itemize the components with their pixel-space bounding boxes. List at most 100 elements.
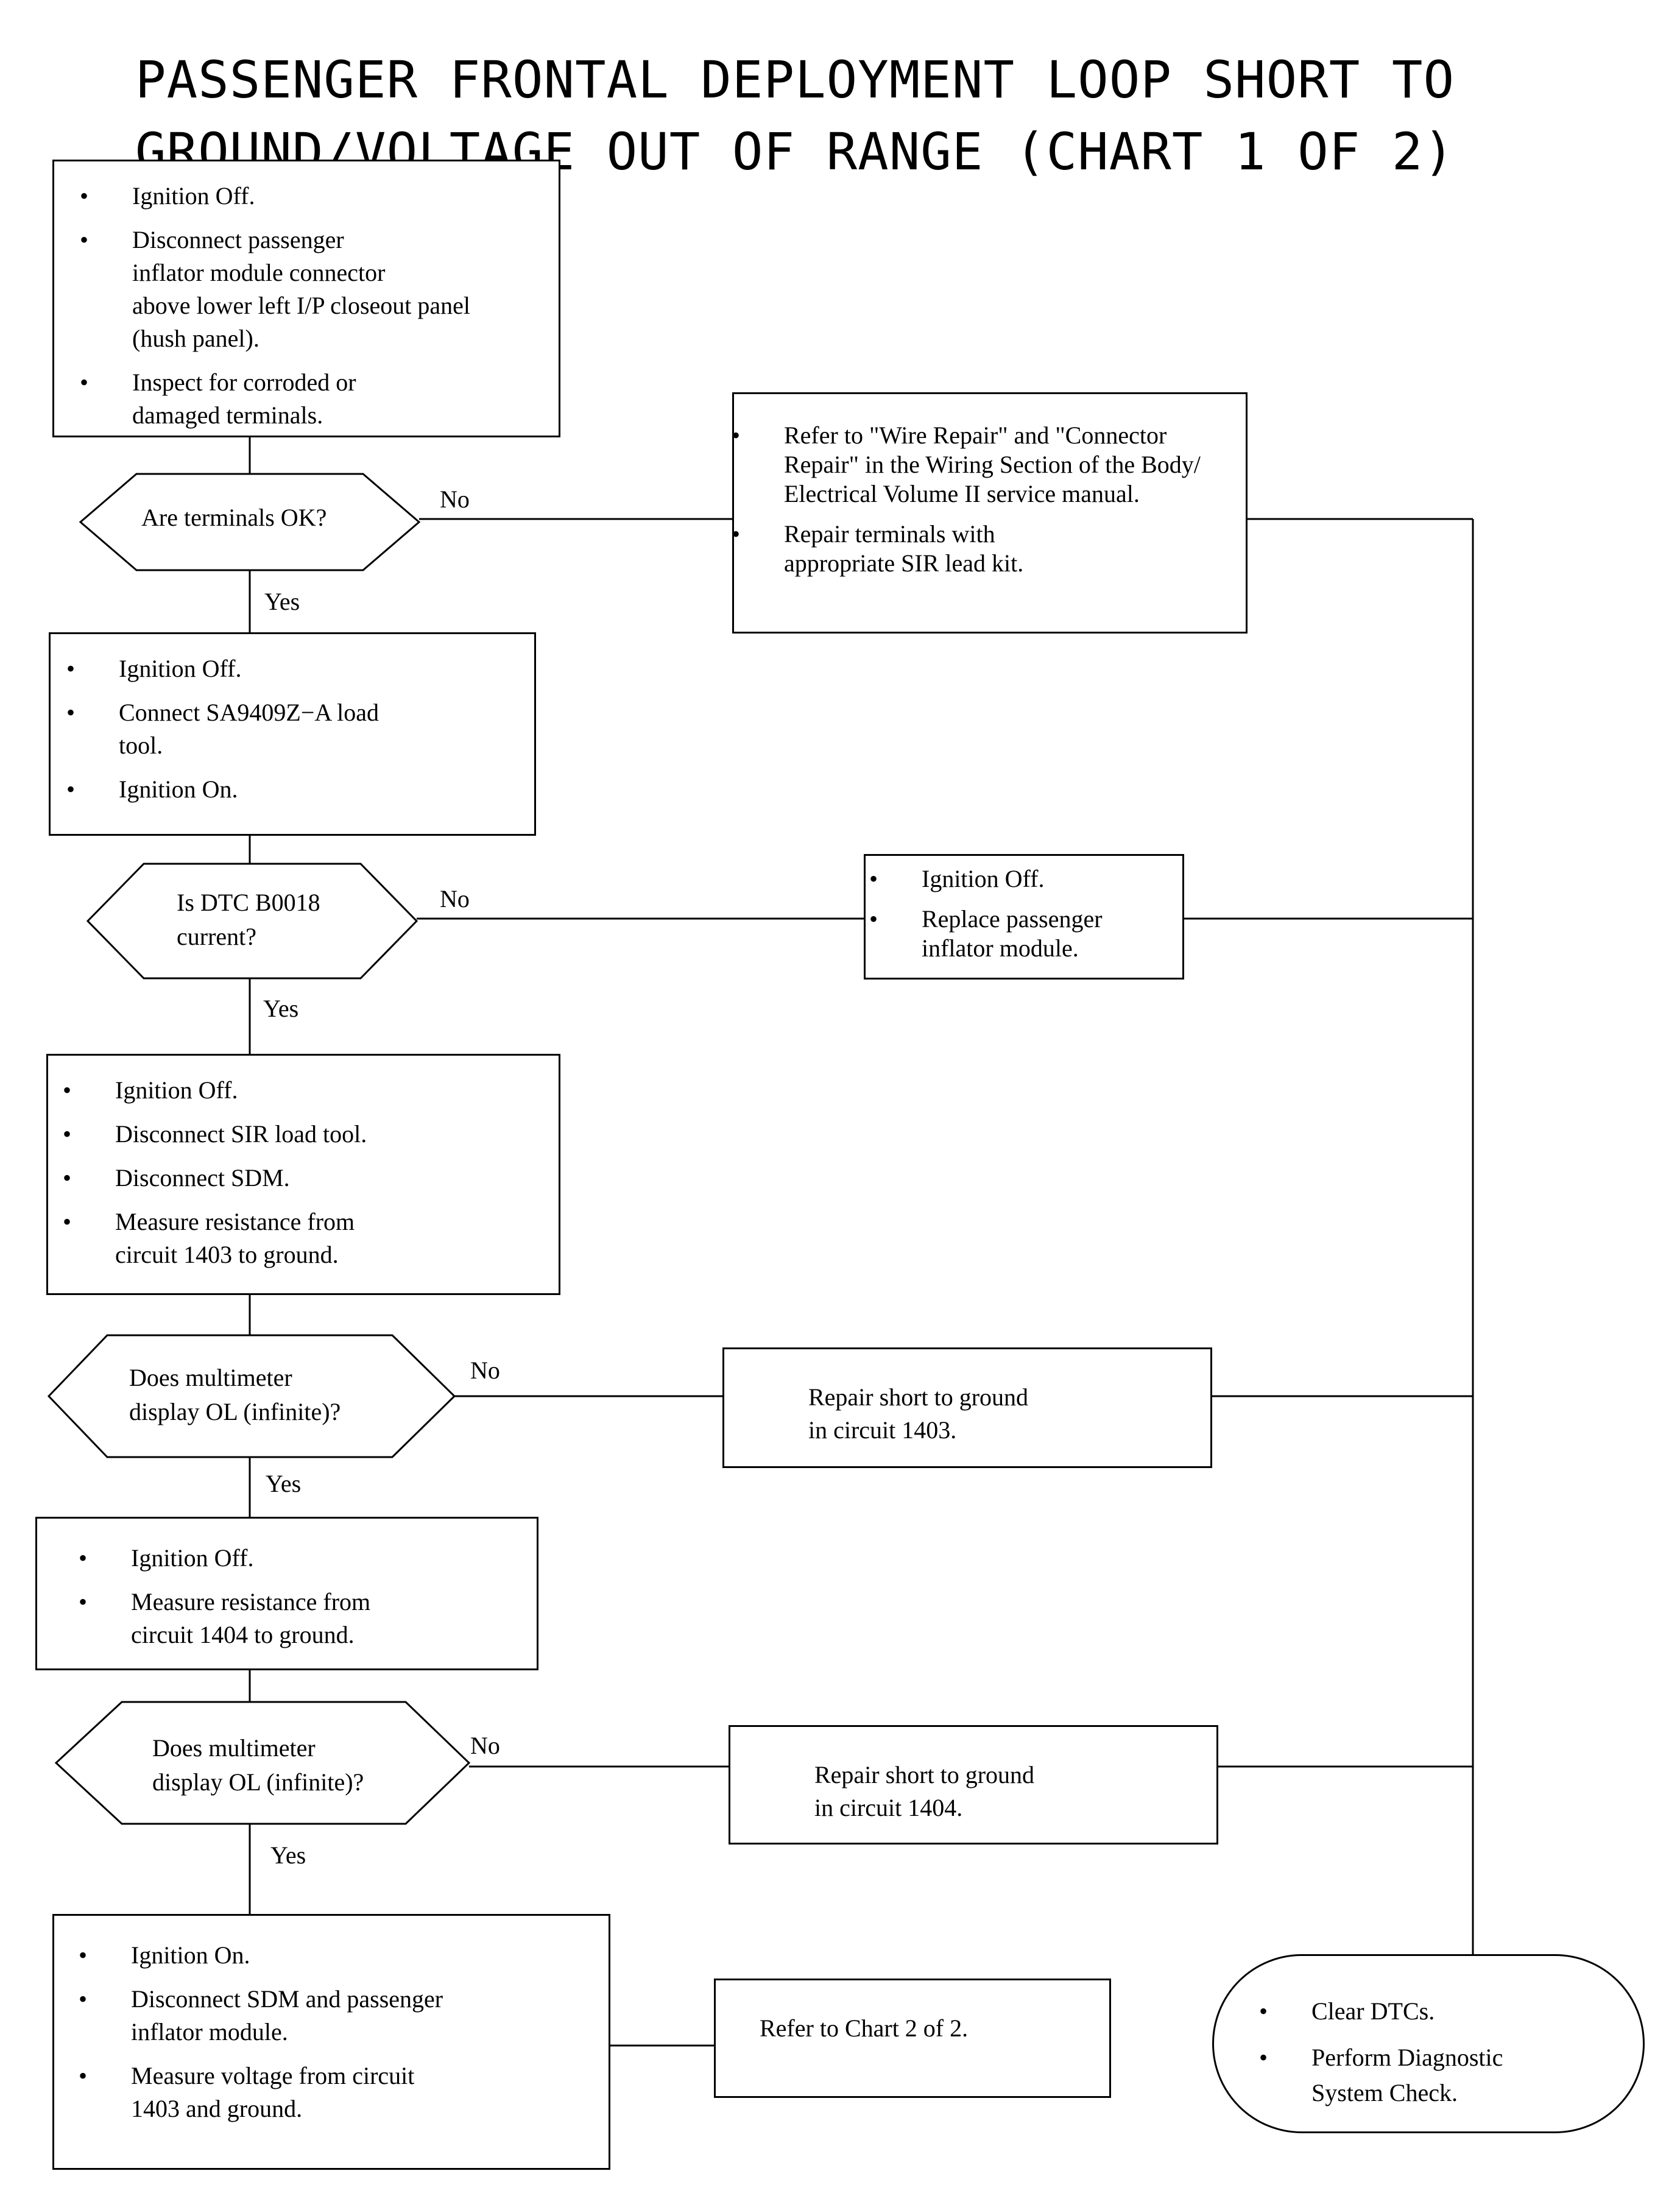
decision-text-line: display OL (infinite)? bbox=[129, 1398, 341, 1425]
step-box-connect-load-tool: Ignition Off. Connect SA9409Z−A load tool.… bbox=[49, 632, 536, 836]
decision-diamond-terminals-ok bbox=[79, 473, 421, 571]
step3-item: Disconnect SDM. bbox=[63, 1162, 559, 1195]
repair-box-terminals: Refer to "Wire Repair" and "ConnectorRep… bbox=[732, 392, 1248, 634]
step2-item: Ignition On. bbox=[66, 773, 534, 806]
step1-item-text: Inspect for corroded or bbox=[132, 369, 356, 396]
repair1-item-text: Electrical Volume II service manual. bbox=[784, 480, 1140, 507]
step5-item: Ignition On. bbox=[79, 1939, 609, 1972]
step-box-inspect-connector: Ignition Off. Disconnect passenger inflato… bbox=[52, 160, 560, 437]
step-box-measure-1403: Ignition Off. Disconnect SIR load tool. Di… bbox=[46, 1054, 560, 1295]
repair1-item-text: Refer to "Wire Repair" and "Connector bbox=[784, 422, 1167, 449]
step3-item-text: Disconnect SIR load tool. bbox=[115, 1120, 367, 1148]
terminal-item: Clear DTCs. bbox=[1259, 1994, 1643, 2029]
repair1-item: Refer to "Wire Repair" and "ConnectorRep… bbox=[732, 421, 1246, 509]
decision-text-line: Does multimeter bbox=[152, 1734, 316, 1762]
step5-item-text: Ignition On. bbox=[131, 1941, 250, 1969]
decision-ol-1404-no-label: No bbox=[470, 1732, 500, 1759]
repair1-item-text: appropriate SIR lead kit. bbox=[784, 549, 1024, 577]
step3-item-text: Ignition Off. bbox=[115, 1076, 238, 1104]
repair-text-line: in circuit 1403. bbox=[808, 1416, 957, 1444]
step4-item: Measure resistance from circuit 1404 to g… bbox=[79, 1586, 537, 1651]
step1-list: Ignition Off. Disconnect passenger inflato… bbox=[80, 180, 559, 432]
step5-item: Disconnect SDM and passenger inflator mod… bbox=[79, 1983, 609, 2049]
step5-list: Ignition On. Disconnect SDM and passenger… bbox=[79, 1939, 609, 2125]
step-box-measure-voltage: Ignition On. Disconnect SDM and passenger… bbox=[52, 1914, 610, 2170]
step3-list: Ignition Off. Disconnect SIR load tool. Di… bbox=[63, 1074, 559, 1271]
step3-item-text: Disconnect SDM. bbox=[115, 1164, 290, 1191]
step4-item-text: circuit 1404 to ground. bbox=[131, 1621, 355, 1648]
repair2-item: Ignition Off. bbox=[869, 864, 1182, 894]
repair2-item-text: inflator module. bbox=[922, 934, 1079, 962]
step2-item-text: Ignition On. bbox=[119, 775, 238, 803]
decision-diamond-ol-1404 bbox=[54, 1701, 471, 1825]
step3-item-text: Measure resistance from bbox=[115, 1208, 355, 1235]
step2-item-text: Ignition Off. bbox=[119, 655, 242, 682]
decision-text-line: Is DTC B0018 bbox=[177, 889, 320, 916]
repair-text-line: in circuit 1404. bbox=[814, 1794, 963, 1821]
decision-dtc-current-text: Is DTC B0018 current? bbox=[177, 886, 320, 954]
chart-title-line-1: PASSENGER FRONTAL DEPLOYMENT LOOP SHORT … bbox=[135, 50, 1455, 110]
repair-box-short-1403: Repair short to ground in circuit 1403. bbox=[722, 1347, 1212, 1468]
step2-item-text: Connect SA9409Z−A load bbox=[119, 699, 379, 726]
decision-dtc-current-yes-label: Yes bbox=[263, 995, 299, 1022]
step1-item-text: damaged terminals. bbox=[132, 401, 323, 429]
decision-ol-1403-yes-label: Yes bbox=[266, 1470, 302, 1497]
step1-item-text: inflator module connector bbox=[132, 259, 386, 286]
decision-text-line: display OL (infinite)? bbox=[152, 1768, 364, 1796]
chart-title: PASSENGER FRONTAL DEPLOYMENT LOOP SHORT … bbox=[135, 44, 1646, 188]
step1-item-text: above lower left I/P closeout panel bbox=[132, 292, 470, 319]
terminal-item-text: System Check. bbox=[1311, 2079, 1458, 2106]
terminal-item-text: Perform Diagnostic bbox=[1311, 2044, 1503, 2071]
refer-text-line: Refer to Chart 2 of 2. bbox=[760, 2014, 969, 2042]
step5-item: Measure voltage from circuit 1403 and gro… bbox=[79, 2060, 609, 2125]
decision-text-line: Are terminals OK? bbox=[141, 504, 327, 531]
step1-item: Ignition Off. bbox=[80, 180, 559, 213]
decision-dtc-current-no-label: No bbox=[440, 885, 470, 913]
step-box-measure-1404: Ignition Off. Measure resistance from circ… bbox=[35, 1517, 538, 1670]
step5-item-text: Disconnect SDM and passenger bbox=[131, 1985, 443, 2013]
step3-item: Disconnect SIR load tool. bbox=[63, 1118, 559, 1151]
step1-item-text: Disconnect passenger bbox=[132, 226, 344, 253]
step2-item-text: tool. bbox=[119, 732, 163, 759]
repair1-item-text: Repair terminals with bbox=[784, 520, 995, 548]
terminal-item-text: Clear DTCs. bbox=[1311, 1997, 1435, 2025]
step3-item: Ignition Off. bbox=[63, 1074, 559, 1107]
step2-list: Ignition Off. Connect SA9409Z−A load tool.… bbox=[66, 652, 534, 806]
decision-ol-1403-no-label: No bbox=[470, 1357, 500, 1384]
repair2-item-text: Ignition Off. bbox=[922, 865, 1045, 892]
decision-diamond-ol-1403 bbox=[47, 1334, 456, 1458]
decision-terminals-ok-no-label: No bbox=[440, 485, 470, 513]
repair-text-line: Repair short to ground bbox=[814, 1761, 1035, 1788]
step3-item: Measure resistance from circuit 1403 to g… bbox=[63, 1206, 559, 1271]
step4-item-text: Measure resistance from bbox=[131, 1588, 371, 1615]
decision-terminals-ok-text: Are terminals OK? bbox=[141, 501, 326, 535]
decision-text-line: Does multimeter bbox=[129, 1364, 292, 1391]
decision-diamond-dtc-current bbox=[86, 863, 418, 980]
step4-item: Ignition Off. bbox=[79, 1542, 537, 1575]
step5-item-text: inflator module. bbox=[131, 2018, 288, 2046]
repair1-item-text: Repair" in the Wiring Section of the Bod… bbox=[784, 451, 1201, 478]
repair-text-line: Repair short to ground bbox=[808, 1383, 1029, 1411]
decision-ol-1404-yes-label: Yes bbox=[270, 1841, 306, 1869]
repair1-list: Refer to "Wire Repair" and "ConnectorRep… bbox=[732, 421, 1246, 578]
step4-item-text: Ignition Off. bbox=[131, 1544, 254, 1572]
refer-chart-2-box: Refer to Chart 2 of 2. bbox=[714, 1979, 1111, 2098]
step5-item-text: 1403 and ground. bbox=[131, 2095, 303, 2122]
step2-item: Connect SA9409Z−A load tool. bbox=[66, 696, 534, 762]
decision-text-line: current? bbox=[177, 923, 257, 950]
step5-item-text: Measure voltage from circuit bbox=[131, 2062, 415, 2089]
step1-item-text: Ignition Off. bbox=[132, 182, 255, 210]
step3-item-text: circuit 1403 to ground. bbox=[115, 1241, 339, 1268]
step2-item: Ignition Off. bbox=[66, 652, 534, 685]
step1-item-text: (hush panel). bbox=[132, 325, 259, 352]
repair-box-short-1404: Repair short to ground in circuit 1404. bbox=[729, 1725, 1218, 1845]
